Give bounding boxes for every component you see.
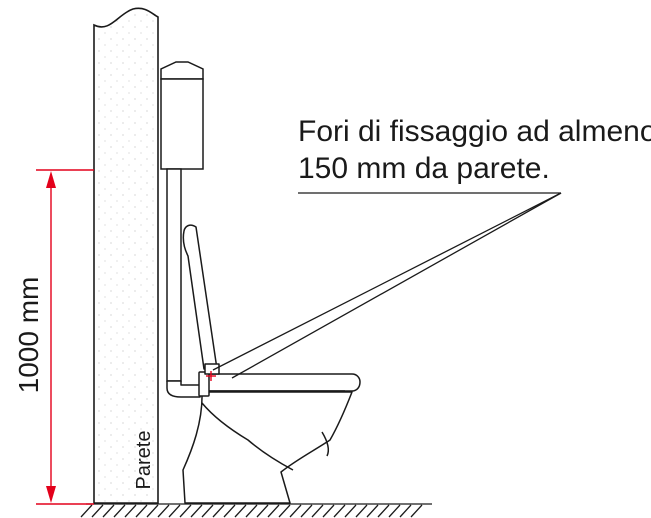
floor-hatch-line [146, 504, 159, 518]
flush-pipe [166, 168, 182, 382]
callout-text-line1: Fori di fissaggio ad almeno [298, 115, 651, 148]
floor-hatch-line [179, 504, 192, 518]
floor-hatch-line [102, 504, 115, 518]
floor-hatch-line [366, 504, 379, 518]
floor-hatch-line [234, 504, 247, 518]
cistern [160, 61, 204, 382]
floor-hatch-line [278, 504, 291, 518]
floor-hatch-line [300, 504, 313, 518]
floor-hatch-line [201, 504, 214, 518]
floor-hatch-line [388, 504, 401, 518]
toilet-bowl [182, 391, 353, 504]
cistern-lid [160, 61, 204, 80]
hinge-block [204, 363, 220, 375]
wall [93, 7, 159, 504]
leader-line-lower [231, 192, 562, 379]
floor-hatch-line [80, 504, 93, 518]
floor-hatch-line [344, 504, 357, 518]
floor-hatch-line [322, 504, 335, 518]
floor-hatch-line [289, 504, 302, 518]
floor-hatch-line [91, 504, 104, 518]
cistern-body [160, 78, 204, 170]
floor-hatching [80, 504, 423, 518]
dimension-arrow-bottom [46, 486, 56, 503]
floor-hatch-line [399, 504, 412, 518]
floor-hatch-line [377, 504, 390, 518]
dimension-arrow-top [46, 171, 56, 188]
floor-hatch-line [355, 504, 368, 518]
floor-hatch-line [124, 504, 137, 518]
floor-hatch-line [135, 504, 148, 518]
toilet-base-outline [201, 402, 294, 471]
floor-hatch-line [223, 504, 236, 518]
floor-hatch-line [267, 504, 280, 518]
wall-section [93, 7, 159, 504]
floor-hatch-line [212, 504, 225, 518]
floor-hatch-line [245, 504, 258, 518]
floor-hatch-line [190, 504, 203, 518]
floor-hatch-line [168, 504, 181, 518]
floor-hatch-line [410, 504, 423, 518]
callout-leader [212, 192, 562, 379]
bowl-trap-curve [321, 431, 330, 457]
dimension-label: 1000 mm [13, 277, 44, 394]
toilet-seat [199, 373, 361, 392]
callout-text-line2: 150 mm da parete. [298, 152, 550, 185]
toilet-seat-lid [182, 224, 218, 370]
toilet [166, 224, 361, 504]
floor-hatch-line [311, 504, 324, 518]
wall-label: Parete [133, 431, 155, 490]
floor-hatch-line [157, 504, 170, 518]
leader-line-upper [212, 192, 562, 371]
floor [80, 503, 432, 518]
floor-hatch-line [256, 504, 269, 518]
floor-hatch-line [113, 504, 126, 518]
floor-hatch-line [333, 504, 346, 518]
flush-pipe-elbow [166, 380, 201, 398]
height-dimension [36, 169, 94, 505]
fixing-hole-marker [206, 371, 216, 381]
hinge-bracket [198, 371, 210, 397]
